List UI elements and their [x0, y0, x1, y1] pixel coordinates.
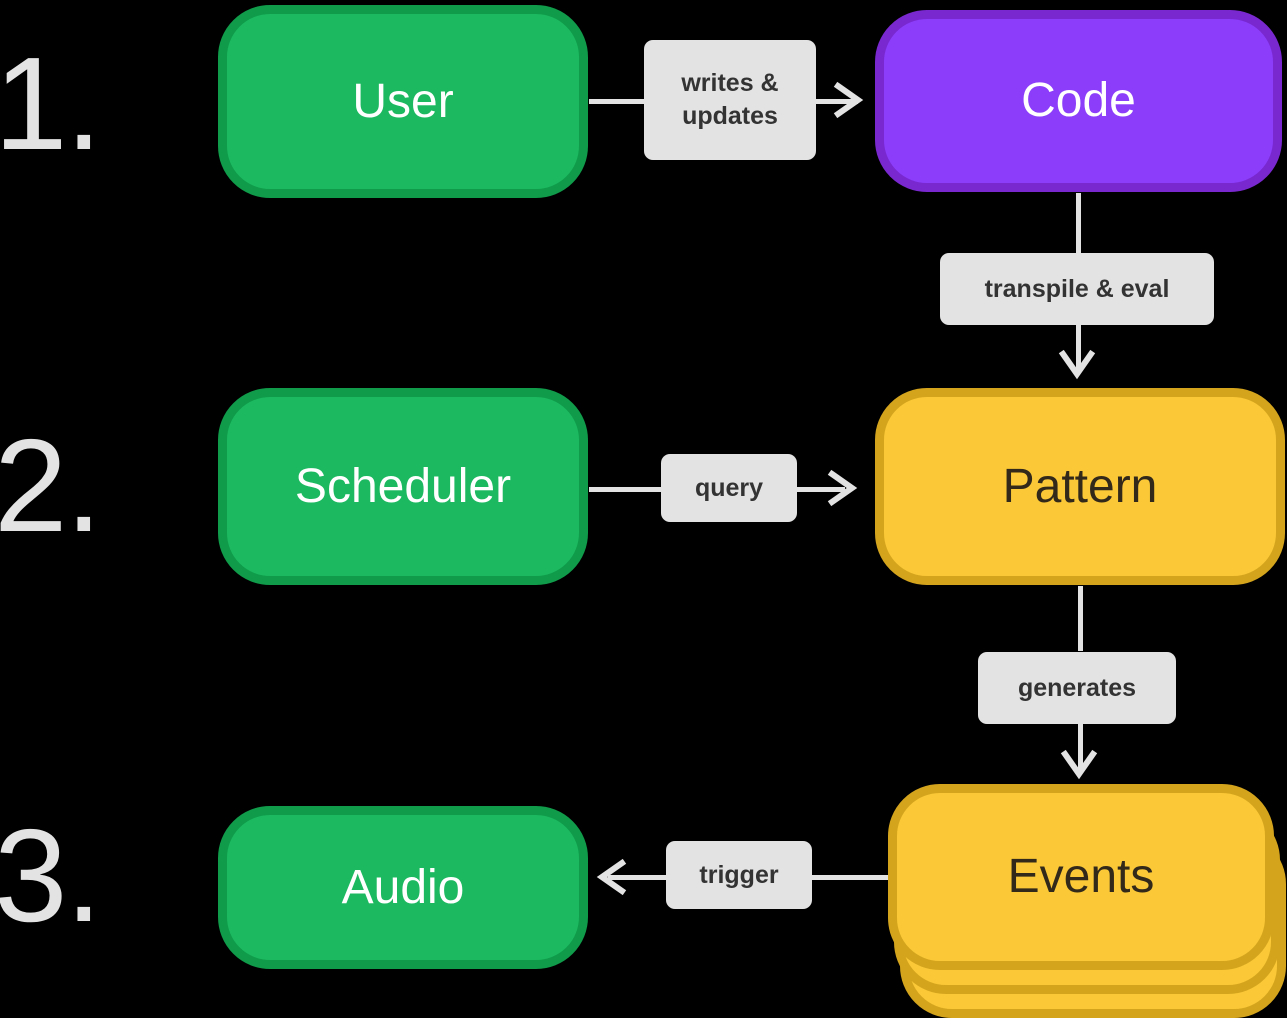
edge-pattern-events-line-bottom: [1078, 724, 1083, 772]
node-events-label: Events: [1007, 850, 1155, 903]
edge-events-audio-line-right: [810, 875, 888, 880]
step-number-1: 1.: [0, 30, 102, 177]
node-audio-label: Audio: [341, 860, 465, 914]
edge-code-pattern-line-bottom: [1076, 324, 1081, 372]
step-number-3: 3.: [0, 802, 102, 949]
node-pattern[interactable]: Pattern: [875, 388, 1285, 585]
edge-label-query: query: [661, 454, 797, 522]
edge-user-code-arrowhead: [833, 81, 868, 119]
node-pattern-label: Pattern: [1002, 459, 1158, 513]
node-scheduler-label: Scheduler: [294, 459, 512, 513]
edge-events-audio-line-left: [608, 875, 668, 880]
edge-label-writes-updates: writes & updates: [644, 40, 816, 160]
node-events[interactable]: Events: [888, 784, 1286, 1018]
edge-code-pattern-arrowhead: [1058, 348, 1096, 382]
edge-label-trigger: trigger: [666, 841, 812, 909]
node-code-label: Code: [1021, 74, 1136, 127]
node-user[interactable]: User: [218, 5, 588, 198]
node-user-label: User: [352, 74, 454, 128]
node-events-stack-layer-1: Events: [888, 784, 1274, 970]
node-scheduler[interactable]: Scheduler: [218, 388, 588, 585]
node-code[interactable]: Code: [875, 10, 1282, 192]
edge-label-transpile-eval: transpile & eval: [940, 253, 1214, 325]
edge-pattern-events-arrowhead: [1060, 748, 1098, 782]
step-number-2: 2.: [0, 412, 102, 559]
node-audio[interactable]: Audio: [218, 806, 588, 969]
edge-scheduler-pattern-arrowhead: [827, 469, 862, 507]
edge-user-code-line-right: [816, 99, 858, 104]
edge-scheduler-pattern-line-left: [589, 487, 661, 492]
edge-code-pattern-line-top: [1076, 193, 1081, 257]
edge-user-code-line-left: [589, 99, 647, 104]
edge-events-audio-arrowhead: [592, 858, 627, 896]
edge-scheduler-pattern-line-right: [797, 487, 845, 492]
edge-pattern-events-line-top: [1078, 586, 1083, 651]
edge-label-generates: generates: [978, 652, 1176, 724]
